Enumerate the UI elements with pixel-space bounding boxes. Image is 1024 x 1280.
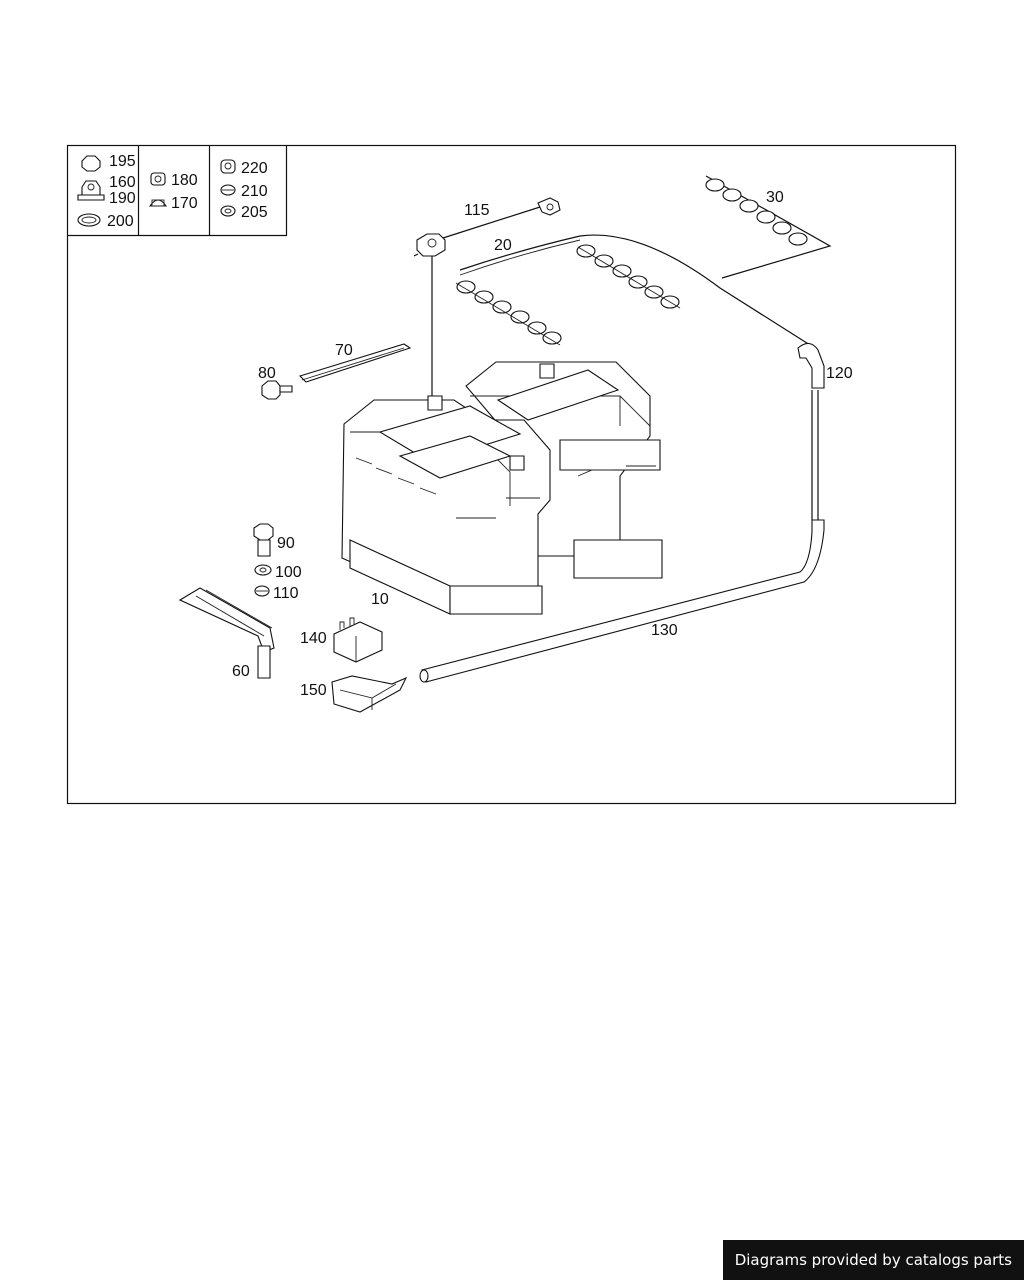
washer-100 [254, 564, 272, 576]
bolt-90 [253, 523, 274, 557]
callout-140: 140 [300, 630, 327, 647]
callout-110: 110 [273, 585, 299, 602]
callout-10: 10 [371, 591, 389, 608]
elbow-hose-120 [797, 342, 825, 520]
legend-label: 190 [109, 190, 136, 207]
callout-80: 80 [258, 365, 276, 382]
flange-nut-icon [77, 180, 105, 201]
callout-115: 115 [464, 202, 490, 219]
washer-icon [220, 205, 236, 217]
callout-30: 30 [766, 189, 784, 206]
cell-plug-strip-20 [455, 234, 811, 346]
diagram-frame [66, 144, 957, 805]
hold-down-bar-70 [298, 343, 412, 383]
legend-label: 180 [171, 172, 198, 189]
legend-label: 200 [107, 213, 134, 230]
bracket-150 [331, 675, 408, 713]
hex-nut-icon [81, 155, 101, 172]
callout-20: 20 [494, 237, 512, 254]
legend-label: 205 [241, 204, 268, 221]
bolt-80 [261, 380, 293, 400]
cell-plug-strip-30 [705, 175, 832, 279]
callout-70: 70 [335, 342, 353, 359]
callout-130: 130 [651, 622, 678, 639]
legend-label: 210 [241, 183, 268, 200]
cap-nut-icon [220, 159, 236, 174]
legend-label: 160 [109, 174, 136, 191]
legend-label: 195 [109, 153, 136, 170]
legend-label: 170 [171, 195, 198, 212]
callout-120: 120 [826, 365, 853, 382]
callout-150: 150 [300, 682, 327, 699]
credit-badge: Diagrams provided by catalogs parts [722, 1240, 1024, 1280]
battery-10-front [341, 395, 551, 615]
callout-90: 90 [277, 535, 295, 552]
callout-100: 100 [275, 564, 302, 581]
vent-connector-115 [413, 197, 561, 400]
callout-60: 60 [232, 663, 250, 680]
o-ring-icon [77, 213, 101, 227]
nut-icon [150, 172, 166, 186]
hose-130 [419, 519, 825, 683]
hold-down-clamp-60 [178, 587, 275, 679]
legend-label: 220 [241, 160, 268, 177]
legend-table: 195 160 190 200 180 170 220 210 205 [67, 145, 288, 237]
terminal-cover-140 [333, 617, 383, 663]
